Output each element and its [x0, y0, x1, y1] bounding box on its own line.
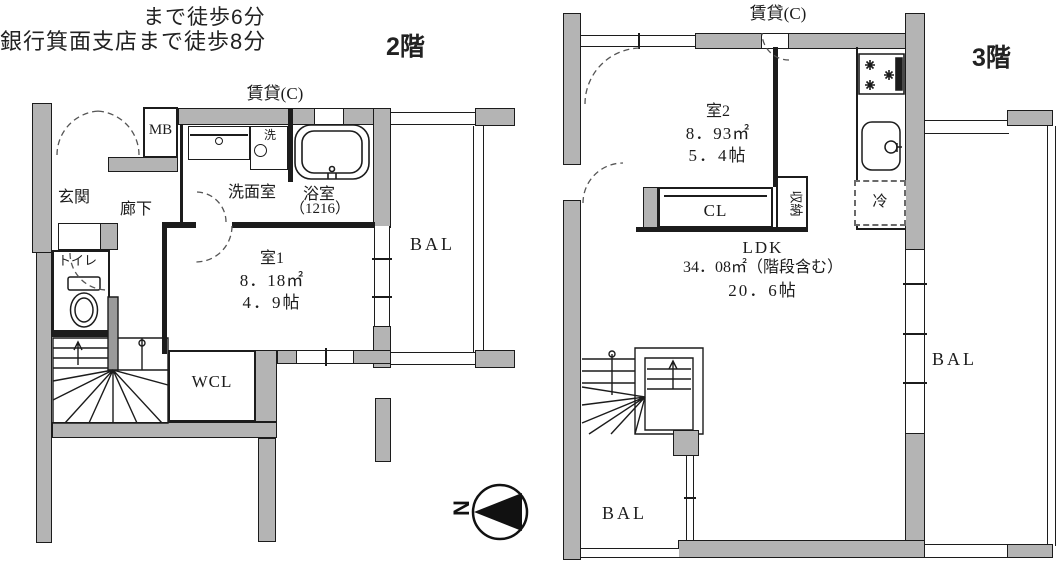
wall-segment: [905, 13, 925, 250]
compass-north-label: N: [449, 500, 474, 516]
access-text-line2: 銀行箕面支店まで徒歩8分: [0, 29, 267, 54]
window-tick: [325, 348, 327, 366]
room2-tatami: 5．4帖: [688, 146, 748, 165]
wall-segment: [353, 350, 391, 364]
toilet-label: トイレ: [58, 253, 98, 268]
window-tick: [903, 333, 927, 335]
room1-area: 8．18㎡: [239, 271, 305, 290]
wall-thin: [52, 330, 110, 337]
wall-segment: [255, 350, 277, 422]
rei-label: 冷: [872, 194, 888, 210]
stairs-icon: [52, 295, 170, 425]
ldk-tatami: 20．6帖: [728, 281, 798, 300]
access-text-line1: まで徒歩6分: [143, 6, 266, 29]
washer-drain: [254, 144, 267, 157]
mb-label: MB: [148, 122, 173, 138]
wall-thin: [288, 108, 293, 182]
wall-thin: [773, 47, 778, 187]
wall-thin: [162, 222, 375, 228]
balcony-rail: [1047, 126, 1056, 546]
wall-segment: [1007, 544, 1053, 558]
balcony-rail: [581, 548, 679, 558]
floor2-title: 2階: [386, 33, 425, 61]
counter-edge: [856, 47, 858, 230]
yokushitsu-size-label: （1216）: [290, 201, 351, 217]
wcl-room: [168, 350, 256, 422]
floor3-title: 3階: [972, 44, 1011, 72]
room2-area: 8．93㎡: [685, 124, 751, 143]
wall-segment: [563, 13, 581, 165]
window-tick: [684, 497, 696, 499]
balcony-parapet: [925, 120, 1009, 134]
floor2-tenure-label: 賃貸(C): [246, 84, 304, 103]
wall-segment: [277, 350, 297, 364]
wall-segment: [100, 223, 118, 250]
stairs-icon: [581, 345, 705, 441]
vanity-basin: [215, 137, 223, 145]
room2-name: 室2: [705, 103, 730, 120]
wall-segment: [178, 108, 315, 125]
room1-name: 室1: [259, 250, 284, 267]
meter-box: [143, 107, 178, 158]
wall-segment: [695, 33, 762, 49]
toilet-icon: [62, 276, 106, 330]
window-tick: [638, 33, 640, 49]
wall-thin: [162, 222, 167, 354]
window-tick: [372, 296, 392, 298]
sink-icon: [860, 120, 906, 174]
cl-label: CL: [703, 201, 728, 220]
yokushitsu-label: 浴室: [303, 186, 336, 203]
senmenshitsu-label: 洗面室: [228, 184, 277, 201]
wall-thin: [636, 227, 808, 232]
balcony3-left-label: BAL: [602, 503, 647, 523]
wall-segment: [258, 438, 276, 542]
balcony-parapet: [925, 544, 1009, 558]
window-tick: [903, 382, 927, 384]
wall-segment: [475, 108, 515, 126]
closet-rod: [664, 195, 767, 197]
door-opening: [196, 221, 232, 229]
wall-segment: [673, 430, 699, 456]
shoe-cabinet: [58, 223, 108, 250]
counter-edge: [856, 228, 906, 230]
room1-tatami: 4．9帖: [242, 293, 302, 312]
window-tick: [372, 258, 392, 260]
compass-icon: N: [449, 476, 546, 548]
wall-segment: [36, 252, 52, 543]
stove-icon: [858, 53, 906, 95]
wcl-label: WCL: [191, 372, 233, 391]
balcony-parapet: [391, 352, 475, 365]
wall-segment: [475, 350, 515, 368]
wall-thin: [180, 125, 183, 222]
bathtub-icon: [292, 122, 372, 184]
genkan-label: 玄関: [58, 189, 91, 206]
balcony2-label: BAL: [410, 234, 455, 254]
window: [374, 226, 390, 328]
balcony-parapet: [391, 112, 475, 125]
ldk-name: LDK: [742, 238, 784, 257]
wall-segment: [375, 398, 391, 462]
wall-segment: [563, 200, 581, 560]
refrigerator-space: [854, 180, 906, 226]
rouka-label: 廊下: [120, 201, 153, 218]
vanity-edge: [190, 134, 248, 136]
ldk-area: 34．08㎡（階段含む）: [682, 259, 843, 276]
balcony-rail: [473, 126, 484, 352]
floor3-tenure-label: 賃貸(C): [749, 4, 807, 23]
washer-label: 洗: [264, 128, 277, 142]
window-tick: [903, 283, 927, 285]
window: [905, 250, 925, 433]
balcony3-right-label: BAL: [932, 349, 977, 369]
wall-segment: [1007, 110, 1053, 126]
